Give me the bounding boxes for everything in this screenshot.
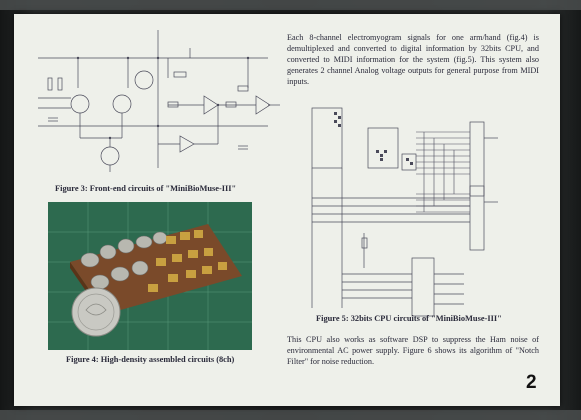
tape-strip (0, 410, 581, 420)
figure-4-caption: Figure 4: High-density assembled circuit… (66, 355, 235, 364)
page-number: 2 (526, 372, 537, 393)
body-paragraph-2: This CPU also works as software DSP to s… (287, 335, 539, 366)
figure-5-caption: Figure 5: 32bits CPU circuits of "MiniBi… (316, 314, 502, 323)
body-paragraph-1: Each 8-channel electromyogram signals fo… (287, 33, 539, 86)
figure-3-caption: Figure 3: Front-end circuits of "MiniBio… (55, 184, 237, 193)
front-end-circuit-schematic (38, 30, 280, 172)
cpu-circuit-schematic (311, 107, 498, 317)
assembled-circuit-photo (48, 202, 252, 350)
tape-strip (0, 0, 581, 10)
